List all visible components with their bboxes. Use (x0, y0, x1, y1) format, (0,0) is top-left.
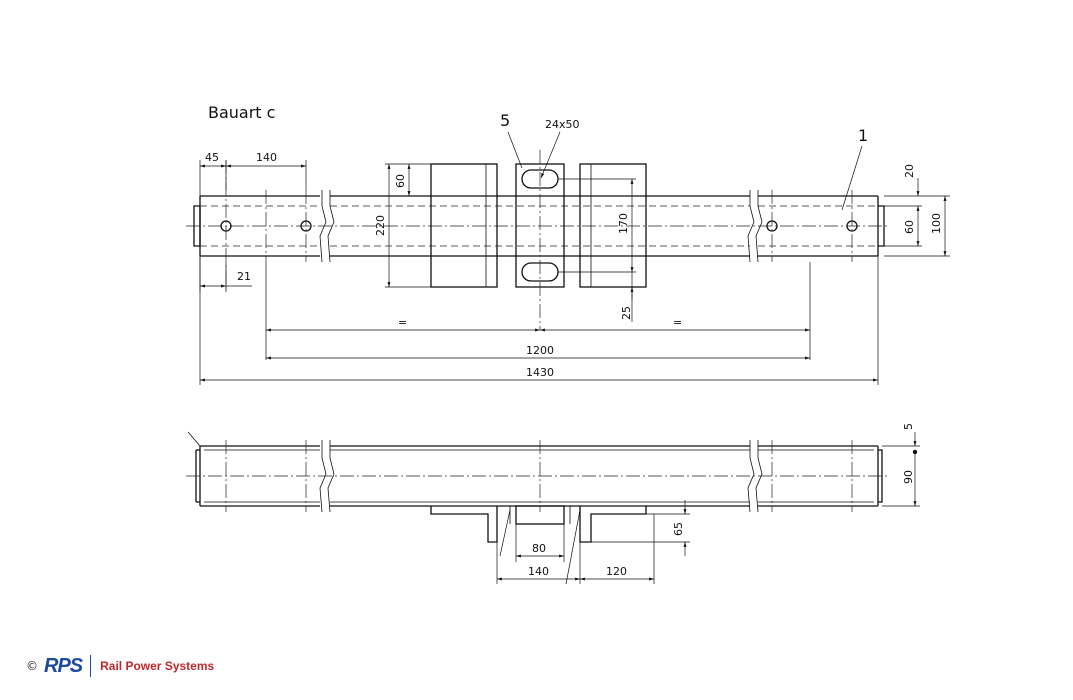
logo-divider (90, 655, 92, 677)
dim-45: 45 (205, 151, 219, 164)
rps-logo: RPS (44, 654, 83, 677)
dim-24x50: 24x50 (545, 118, 580, 131)
dim-20: 20 (903, 164, 916, 178)
footer: © RPS Rail Power Systems (26, 653, 214, 679)
dim-65: 65 (672, 522, 685, 536)
dim-100: 100 (930, 213, 943, 234)
dim-60b: 60 (903, 220, 916, 234)
dim-120: 120 (606, 565, 627, 578)
dim-5: 5 (902, 423, 915, 430)
dim-1430: 1430 (526, 366, 554, 379)
dim-21: 21 (237, 270, 251, 283)
copyright-symbol: © (26, 659, 38, 673)
top-view: 45 140 60 220 170 25 24x50 5 1 20 60 100 (186, 111, 950, 385)
dim-eq-right: = (673, 316, 682, 329)
company-name: Rail Power Systems (100, 659, 215, 673)
callout-5: 5 (500, 111, 510, 130)
dim-140-bottom: 140 (528, 565, 549, 578)
dim-60: 60 (394, 174, 407, 188)
drawing-title: Bauart c (208, 103, 275, 122)
callout-1: 1 (858, 126, 868, 145)
dim-1200: 1200 (526, 344, 554, 357)
dim-140: 140 (256, 151, 277, 164)
dim-220: 220 (374, 215, 387, 236)
dim-eq-left: = (398, 316, 407, 329)
dim-80: 80 (532, 542, 546, 555)
side-view: 5 90 65 80 140 120 (186, 423, 920, 585)
dim-25: 25 (620, 306, 633, 320)
dim-90: 90 (902, 470, 915, 484)
dim-170: 170 (617, 213, 630, 234)
